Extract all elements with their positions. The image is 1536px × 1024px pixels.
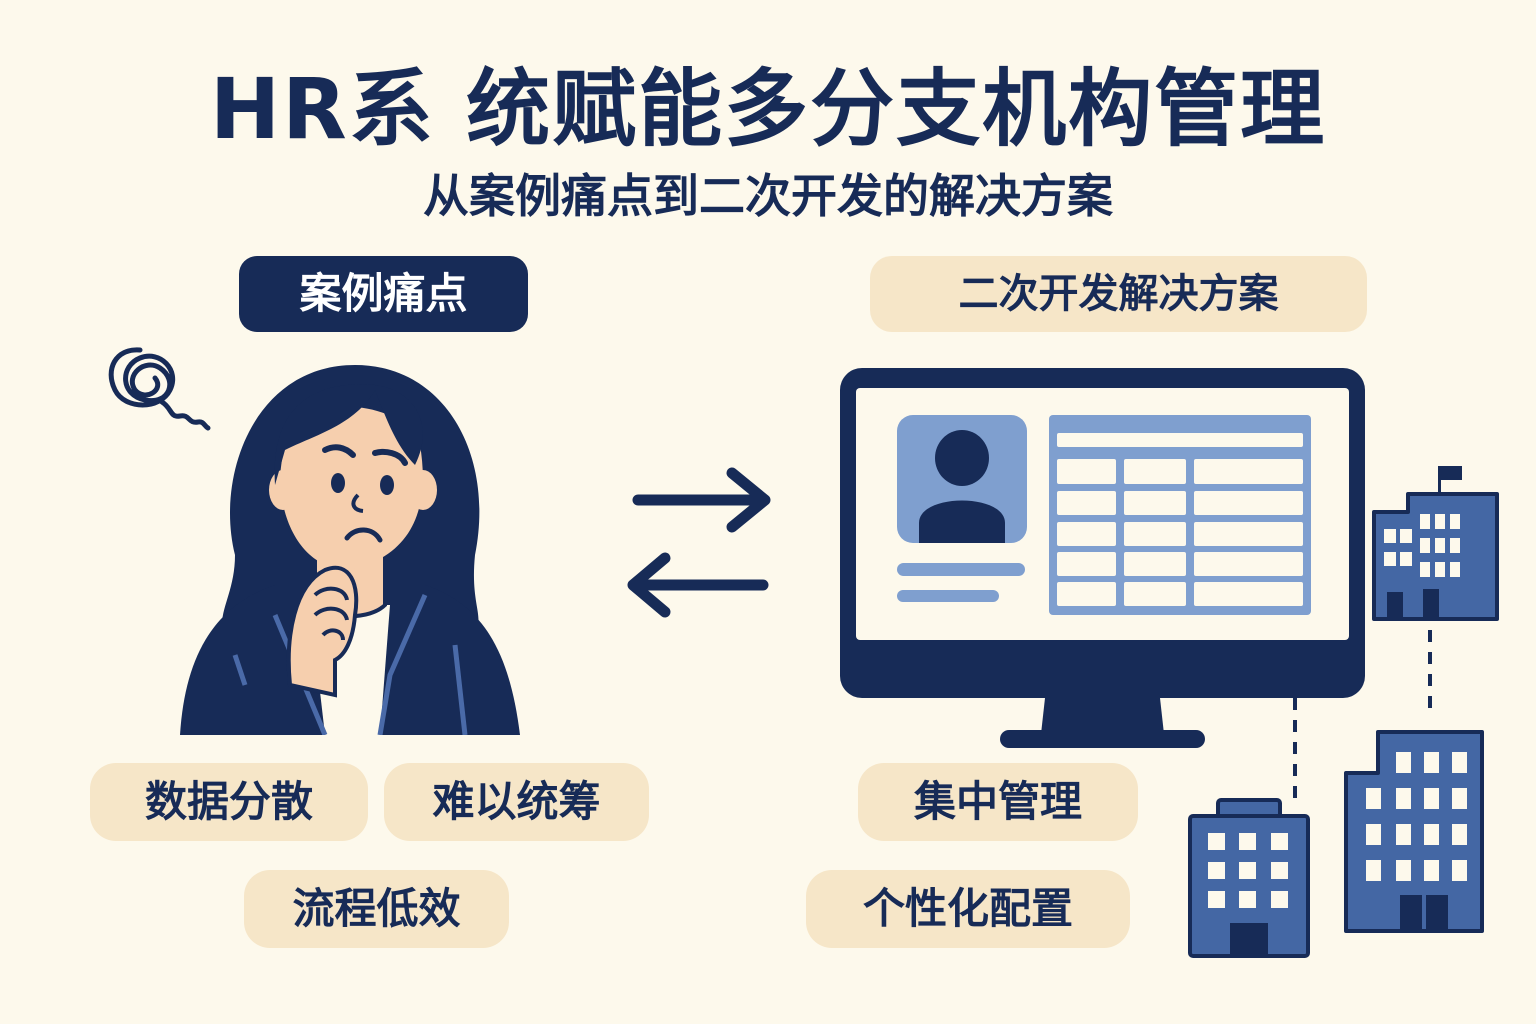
solution-pill: 个性化配置 (806, 870, 1130, 948)
building-icon (1188, 798, 1310, 958)
page-title: HR系 统赋能多分支机构管理 (209, 60, 1327, 158)
dashed-connector (1415, 630, 1445, 710)
dashed-connector (1280, 698, 1310, 798)
solutions-heading: 二次开发解决方案 (870, 256, 1367, 332)
arrow-left-icon (615, 550, 775, 620)
building-icon (1372, 464, 1500, 622)
building-icon (1344, 728, 1486, 933)
monitor-with-profile-and-table-icon (840, 368, 1365, 748)
stressed-woman-icon (175, 355, 525, 735)
stress-scribble-icon (100, 340, 215, 440)
page-subtitle: 从案例痛点到二次开发的解决方案 (423, 169, 1113, 223)
pain-point-pill: 流程低效 (244, 870, 509, 948)
pain-point-pill: 难以统筹 (384, 763, 649, 841)
solution-pill: 集中管理 (858, 763, 1138, 841)
arrow-right-icon (620, 465, 780, 535)
pain-points-heading: 案例痛点 (239, 256, 528, 332)
pain-point-pill: 数据分散 (90, 763, 368, 841)
